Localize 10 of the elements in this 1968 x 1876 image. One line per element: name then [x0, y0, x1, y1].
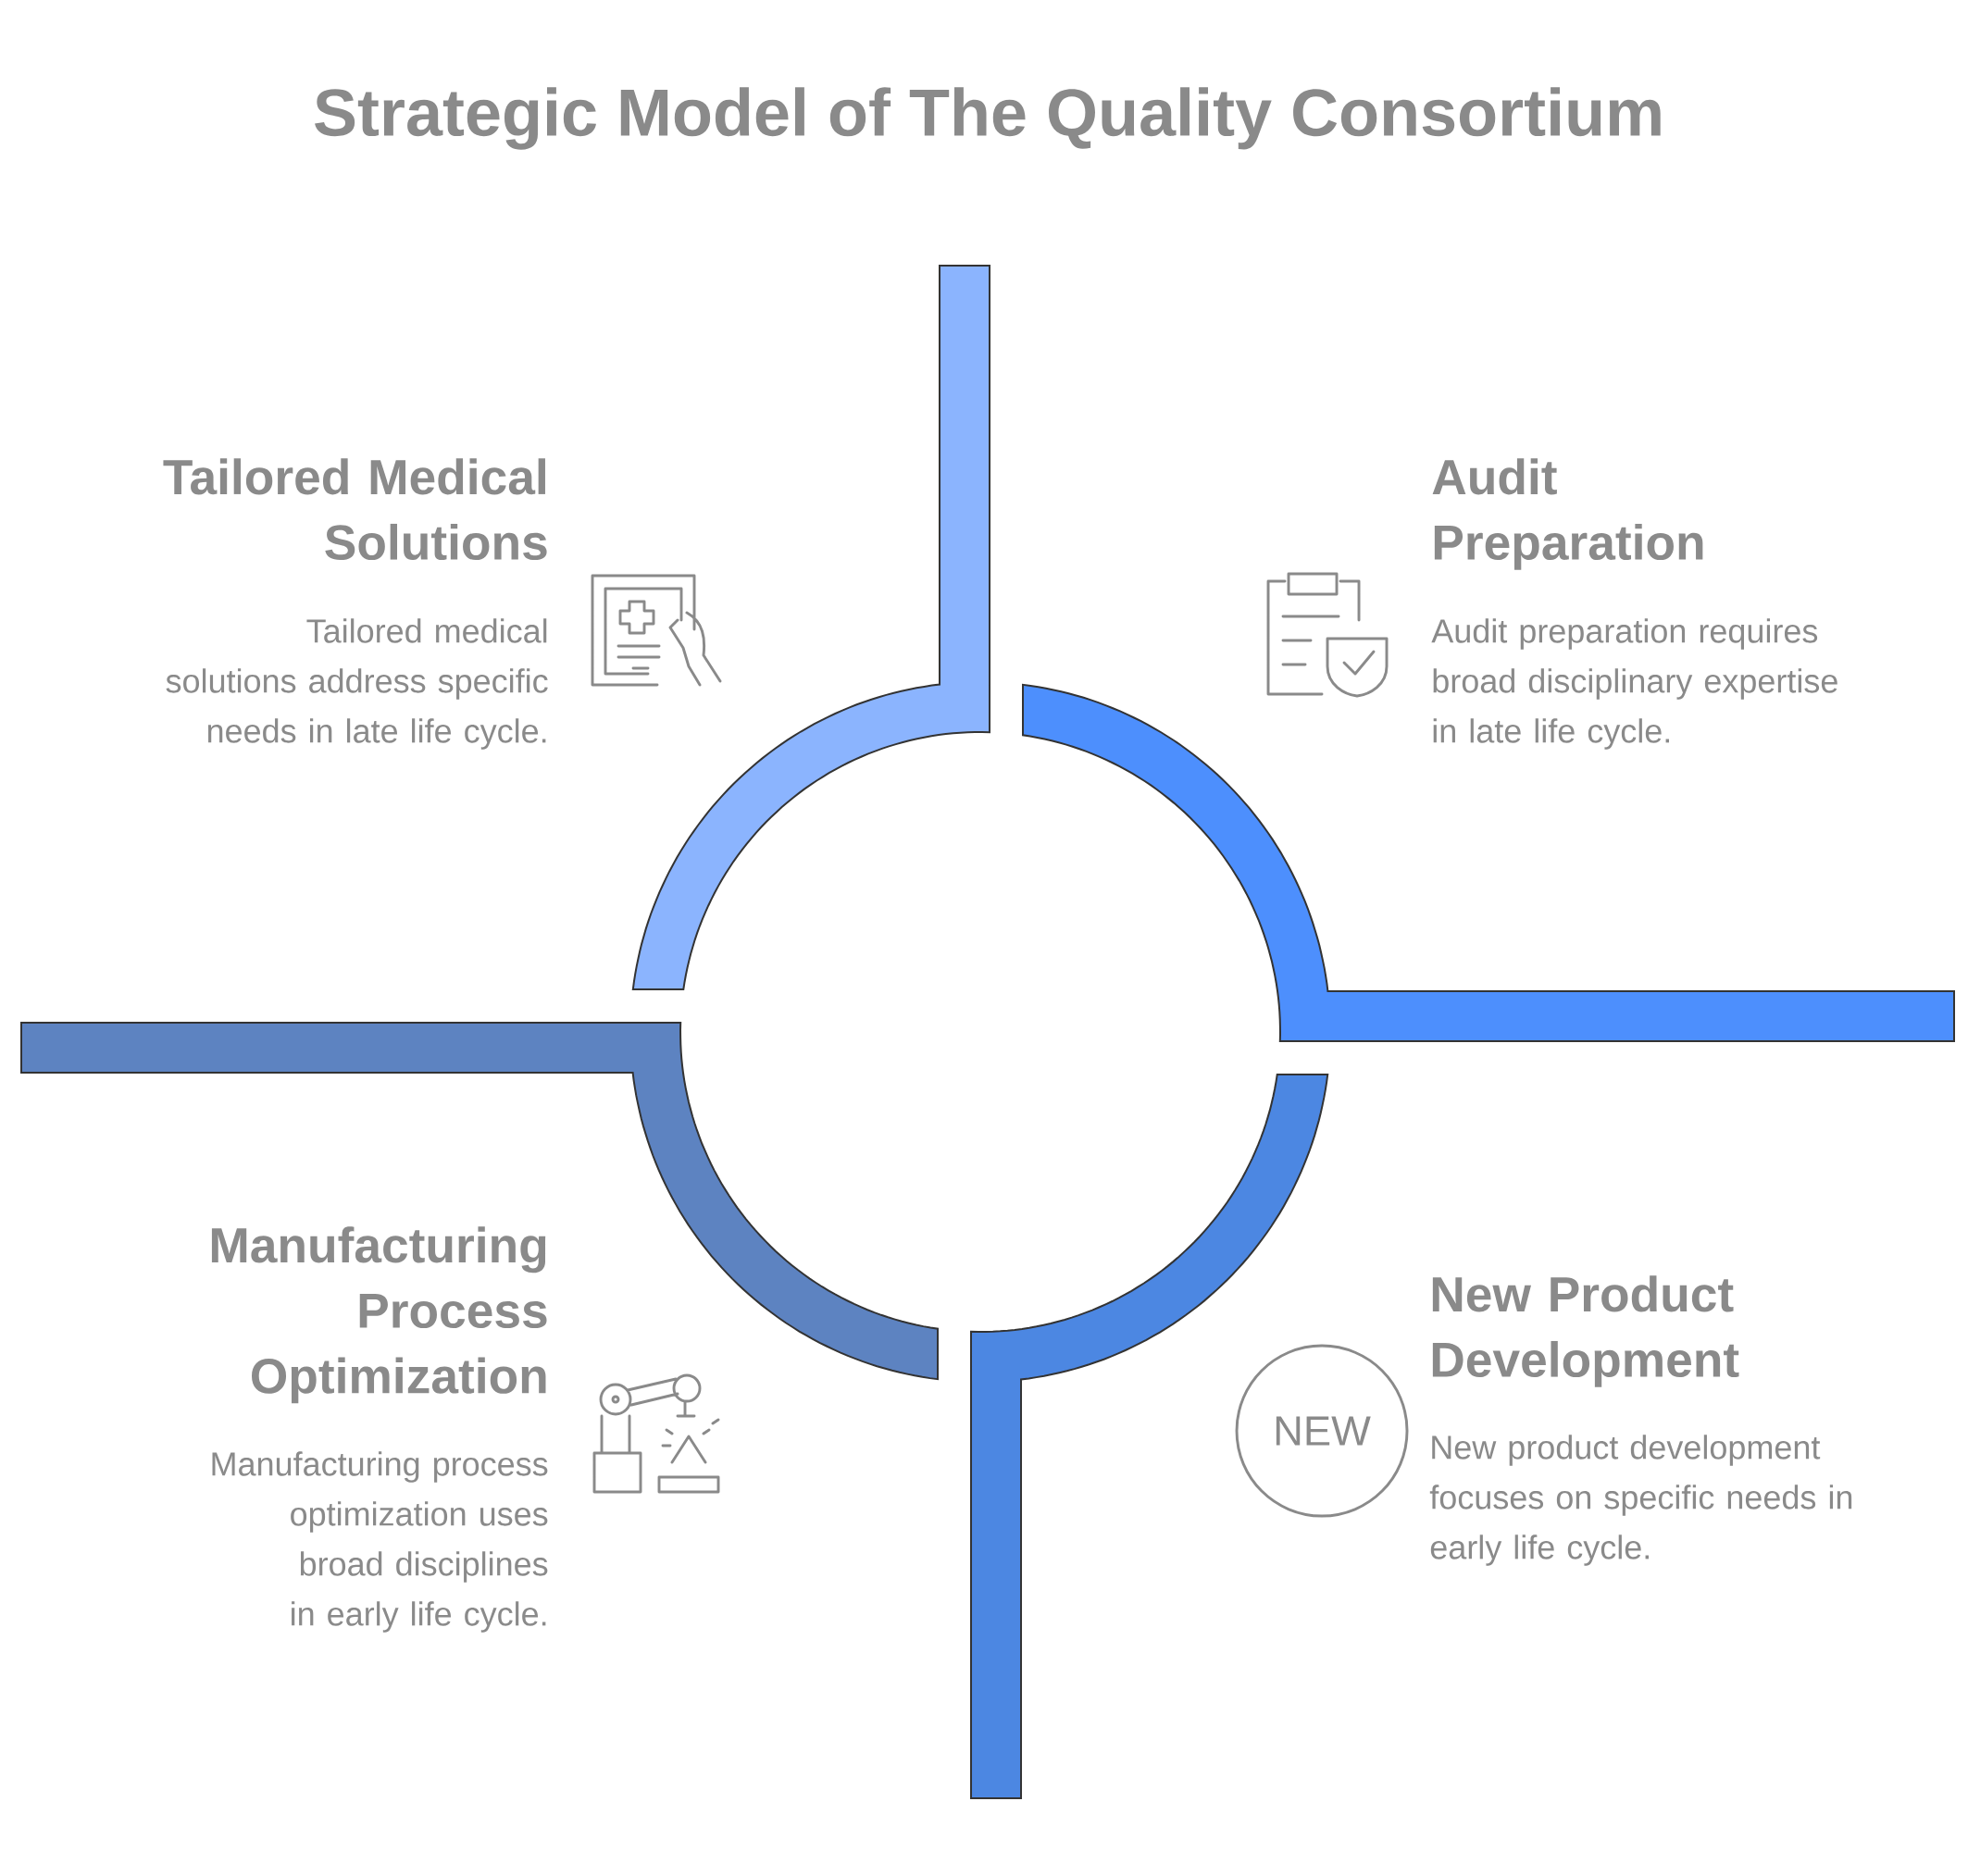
description-text: New product development focuses on specific needs in early life cycle. — [1429, 1435, 1852, 1566]
section-heading: Tailored Medical Solutions — [163, 458, 547, 561]
section-heading: Manufacturing Process Optimization — [211, 1226, 547, 1404]
description-text: Tailored medical solutions address specific needs in late life cycle. — [166, 618, 548, 750]
section-heading: Audit Preparation — [1432, 458, 1703, 570]
description-text: Audit preparation requires broad disciplinary expertise in late life cycle. — [1431, 618, 1837, 750]
description-text: Manufacturing process optimization uses broad disciplines in early life cycle. — [212, 1451, 548, 1633]
section-heading: New Product Development — [1432, 1275, 1739, 1387]
new-badge: NEW — [1235, 1344, 1409, 1518]
title: Strategic Model of The Quality Consortium — [315, 87, 1661, 150]
